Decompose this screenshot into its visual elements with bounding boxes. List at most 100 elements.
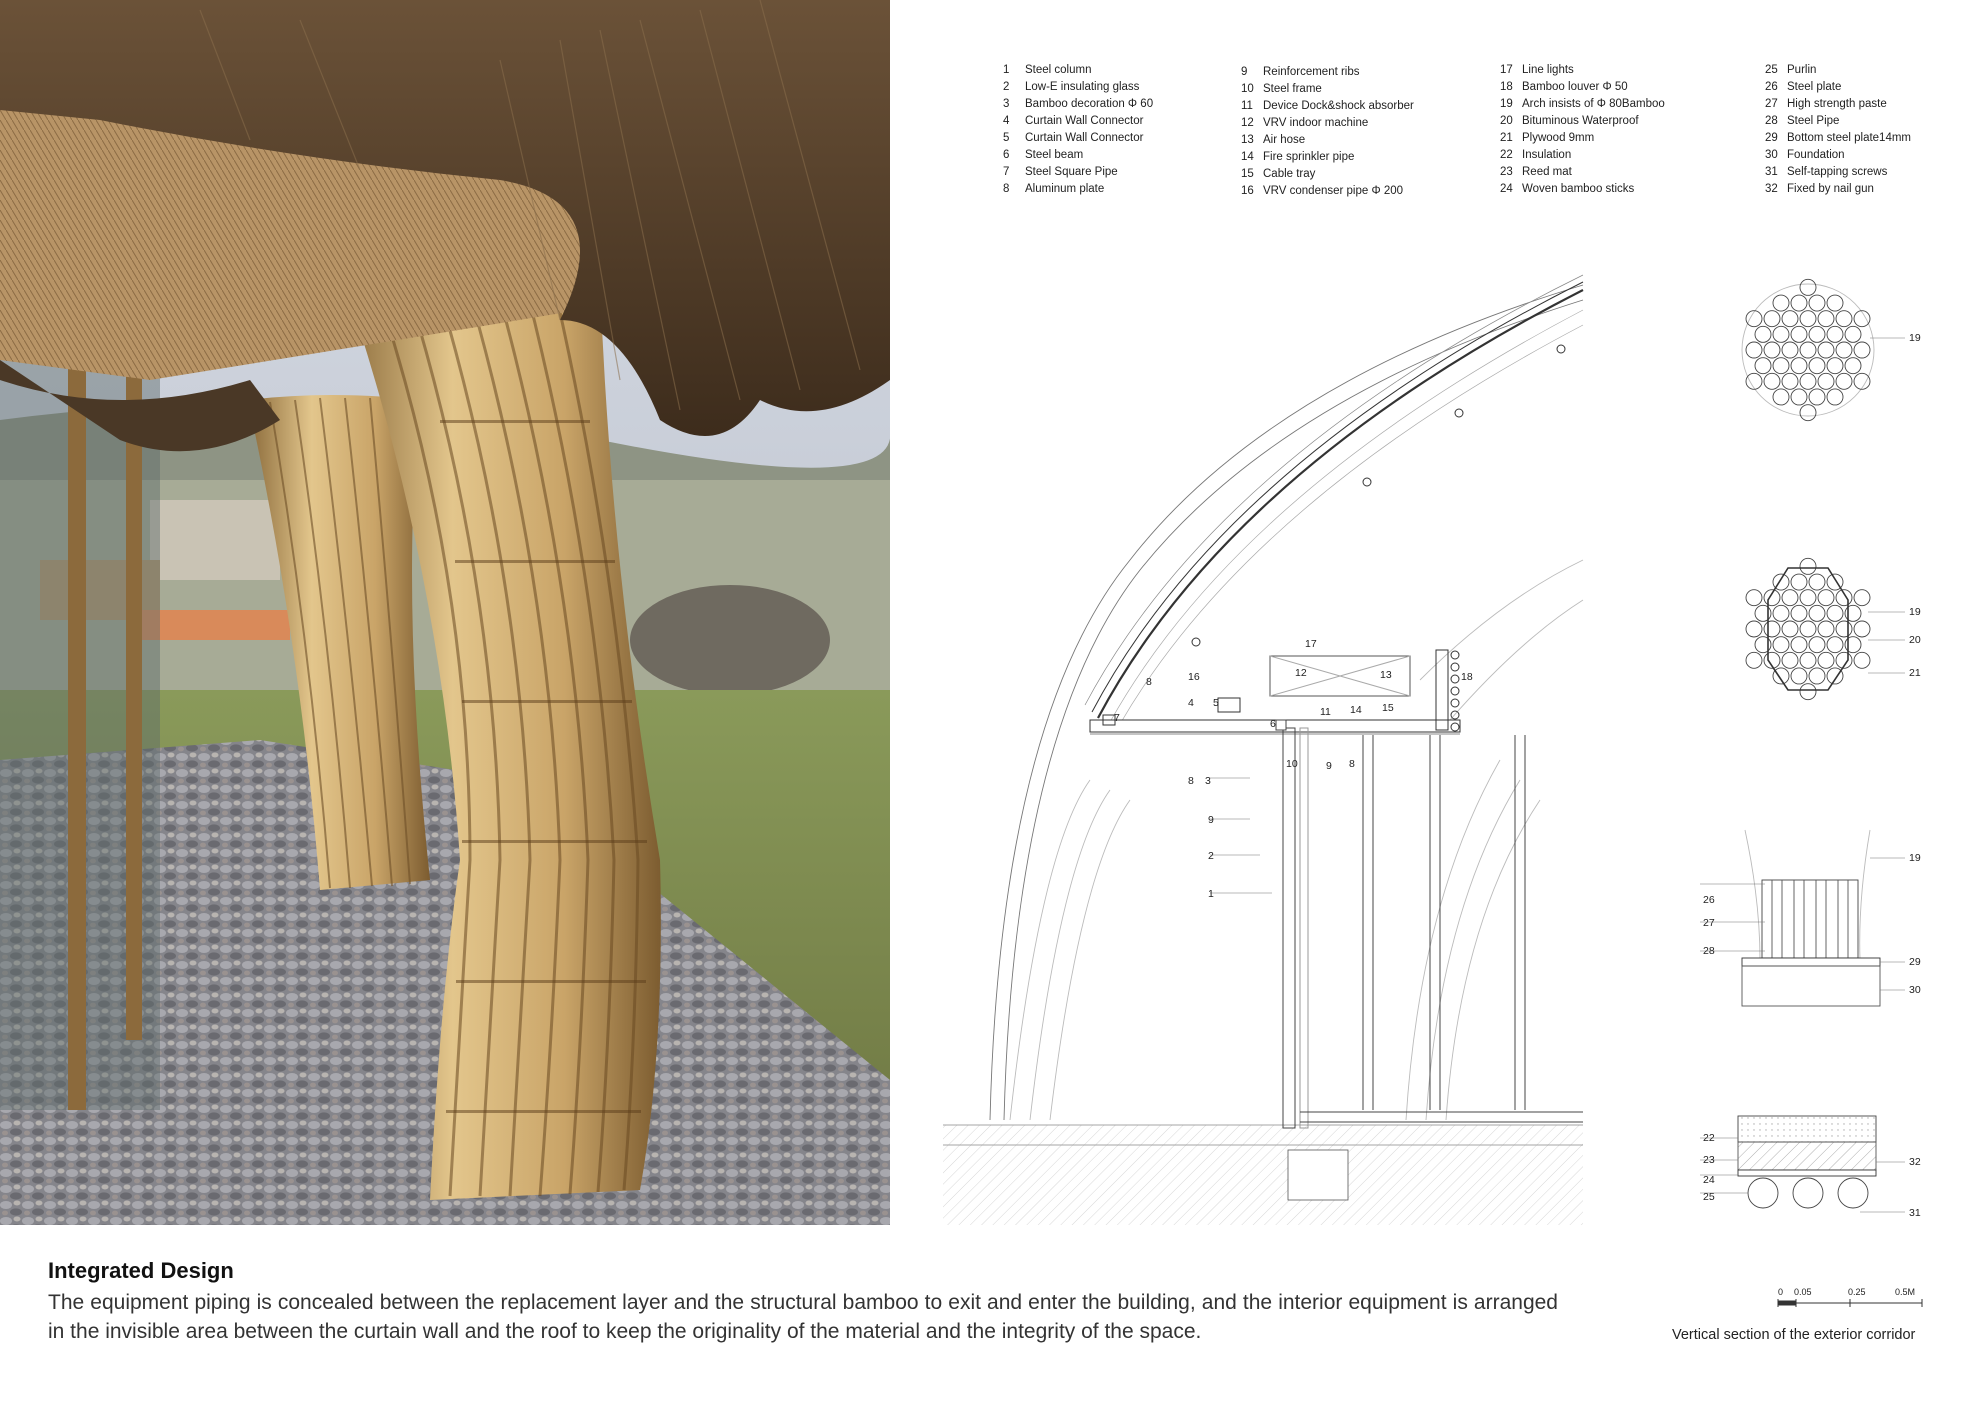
bamboo-culm [1835, 651, 1853, 669]
scale-label: 0.25 [1848, 1287, 1866, 1297]
callout-label: 17 [1305, 638, 1317, 650]
bamboo-culm [1781, 341, 1799, 359]
callout-label: 11 [1320, 706, 1331, 718]
bamboo-culm [1790, 388, 1808, 406]
callout-label: 5 [1213, 697, 1219, 709]
callout-label: 20 [1909, 634, 1921, 646]
condenser-pipes [1191, 344, 1566, 647]
callout-label: 19 [1909, 332, 1921, 344]
bamboo-culm [1799, 372, 1817, 390]
callout-label: 31 [1909, 1207, 1921, 1219]
ground [943, 1124, 1583, 1225]
bamboo-culm [1781, 589, 1799, 607]
bamboo-culm [1808, 388, 1826, 406]
bamboo-culm [1853, 651, 1871, 669]
callout-label: 8 [1349, 758, 1355, 770]
bamboo-culm [1763, 620, 1781, 638]
section-description: The equipment piping is concealed betwee… [48, 1291, 1558, 1343]
bamboo-culm [1772, 388, 1790, 406]
bamboo-culm [1844, 357, 1862, 375]
callout-label: 18 [1461, 671, 1473, 683]
bamboo-culm [1826, 573, 1844, 591]
bamboo-culm [1817, 310, 1835, 328]
section-drawing: 17 16 12 13 18 8 4 5 7 11 14 15 6 10 9 8… [943, 274, 1921, 1225]
bamboo-culm [1745, 310, 1763, 328]
leader-lines [1210, 777, 1272, 894]
bamboo-culm [1754, 604, 1772, 622]
detail-bamboo-bundle: 19 [1741, 278, 1921, 422]
callout-label: 9 [1326, 760, 1332, 772]
bamboo-culm [1799, 589, 1817, 607]
bamboo-culm [1772, 294, 1790, 312]
roof-layers [1084, 274, 1584, 725]
bamboo-culm [1754, 357, 1772, 375]
bamboo-culm [1745, 341, 1763, 359]
bamboo-culm [1781, 310, 1799, 328]
bamboo-culm [1853, 341, 1871, 359]
bamboo-culm [1772, 573, 1790, 591]
callout-label: 19 [1909, 852, 1921, 864]
bamboo-culm [1808, 667, 1826, 685]
callout-label: 4 [1188, 697, 1194, 709]
bamboo-culm [1844, 636, 1862, 654]
callout-label: 30 [1909, 984, 1921, 996]
bamboo-culm [1808, 325, 1826, 343]
bamboo-culm [1799, 651, 1817, 669]
bamboo-culm [1790, 573, 1808, 591]
bamboo-culm [1853, 372, 1871, 390]
main-callouts: 17 16 12 13 18 8 4 5 7 11 14 15 6 10 9 8… [1114, 638, 1473, 900]
callout-label: 19 [1909, 606, 1921, 618]
callout-label: 22 [1703, 1132, 1715, 1144]
bamboo-culm [1763, 341, 1781, 359]
bamboo-culm [1817, 589, 1835, 607]
callout-label: 12 [1295, 667, 1307, 679]
callout-label: 27 [1703, 917, 1715, 929]
bamboo-culm [1772, 357, 1790, 375]
bamboo-culm [1790, 325, 1808, 343]
scale-label: 0 [1778, 1287, 1783, 1297]
callout-label: 15 [1382, 702, 1394, 714]
bamboo-culm [1826, 604, 1844, 622]
bamboo-culm [1808, 636, 1826, 654]
callout-label: 3 [1205, 775, 1211, 787]
bamboo-culm [1817, 651, 1835, 669]
scale-label: 0.5M [1895, 1287, 1915, 1297]
bamboo-culm [1826, 388, 1844, 406]
callout-label: 14 [1350, 704, 1362, 716]
callout-label: 8 [1188, 775, 1194, 787]
callout-label: 28 [1703, 945, 1715, 957]
bamboo-culm [1826, 636, 1844, 654]
section-title: Integrated Design [48, 1258, 234, 1283]
scale-label: 0.05 [1794, 1287, 1812, 1297]
bamboo-culm [1853, 310, 1871, 328]
bamboo-corridor-photo [0, 0, 890, 1225]
detail-column-base: 19 26 27 28 29 30 [1700, 829, 1921, 1007]
ceiling-slab [1089, 649, 1461, 735]
bamboo-culm [1835, 310, 1853, 328]
bamboo-culm [1799, 683, 1817, 701]
bamboo-culm [1808, 573, 1826, 591]
bamboo-culm [1754, 325, 1772, 343]
bamboo-culm [1799, 278, 1817, 296]
bamboo-culm [1772, 325, 1790, 343]
bamboo-culm [1745, 372, 1763, 390]
bamboo-culm [1781, 372, 1799, 390]
callout-label: 16 [1188, 671, 1200, 683]
bamboo-culm [1745, 589, 1763, 607]
bamboo-culm [1844, 604, 1862, 622]
bamboo-culm [1799, 310, 1817, 328]
bamboo-culm [1763, 310, 1781, 328]
callout-label: 13 [1380, 669, 1392, 681]
